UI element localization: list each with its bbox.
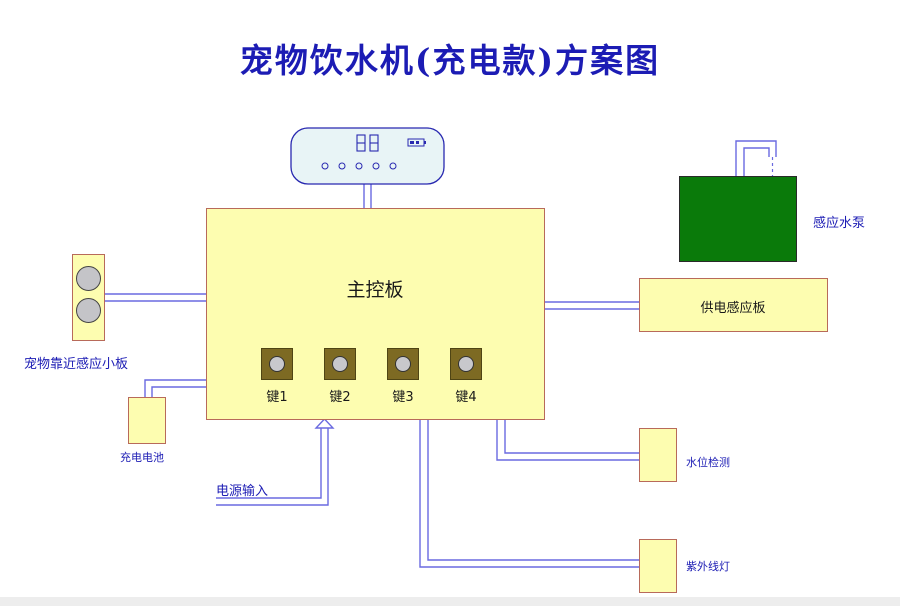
wire-battery-a: [144, 379, 206, 397]
proximity-sensor-2: [76, 298, 101, 323]
key-2: [324, 348, 356, 380]
panel-button-3: [355, 162, 363, 170]
panel-button-5: [389, 162, 397, 170]
power-input-label: 电源输入: [216, 484, 269, 499]
key-1-label: 键1: [266, 390, 288, 405]
battery-label: 充电电池: [120, 451, 164, 464]
battery-indicator-icon: [407, 138, 426, 147]
panel-button-4: [372, 162, 380, 170]
main-control-board: 主控板: [206, 208, 545, 420]
diagram-title: 宠物饮水机(充电款)方案图: [239, 41, 661, 80]
wire-water-level-a: [496, 420, 639, 461]
wire-uv-a: [419, 420, 639, 568]
bottom-strip: [0, 597, 900, 606]
uv-lamp-label: 紫外线灯: [686, 560, 730, 573]
wire-uv-b: [427, 420, 639, 561]
pump-pipe-inner: [743, 147, 770, 176]
key-3-label: 键3: [392, 390, 414, 405]
water-level-label: 水位检测: [686, 456, 730, 469]
water-level-box: [639, 428, 677, 482]
wire-battery-b: [151, 386, 206, 397]
display-panel: [290, 127, 445, 185]
key-4-label: 键4: [455, 390, 477, 405]
wire-water-level-b: [504, 420, 639, 454]
power-sensor-board: 供电感应板: [639, 278, 828, 332]
wire-power-input-b: [216, 428, 329, 506]
power-sensor-board-label: 供电感应板: [700, 301, 766, 316]
induction-pump: [679, 176, 797, 262]
pet-sensor-board: [72, 254, 105, 341]
wire-power-input-a: [216, 428, 322, 499]
key-3: [387, 348, 419, 380]
battery-box: [128, 397, 166, 444]
pet-sensor-board-label: 宠物靠近感应小板: [24, 357, 129, 372]
power-input-arrow: [314, 417, 335, 429]
pump-pipe-outer: [735, 140, 777, 176]
panel-button-1: [321, 162, 329, 170]
proximity-sensor-1: [76, 266, 101, 291]
main-board-label: 主控板: [346, 279, 404, 301]
key-4: [450, 348, 482, 380]
uv-lamp-box: [639, 539, 677, 593]
pump-label: 感应水泵: [813, 216, 866, 231]
key-2-label: 键2: [329, 390, 351, 405]
key-1: [261, 348, 293, 380]
panel-button-2: [338, 162, 346, 170]
